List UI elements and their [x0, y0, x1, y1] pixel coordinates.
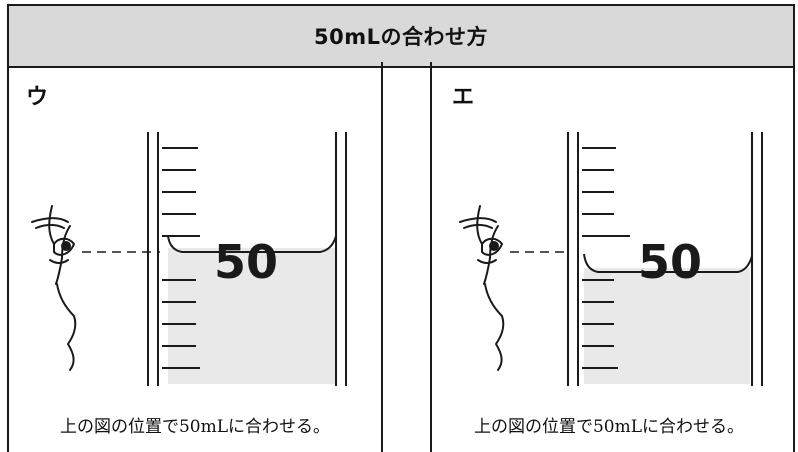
scale-value-label: 50: [214, 235, 278, 289]
graduated-cylinder-icon: [567, 132, 763, 386]
panel-divider-right: [430, 62, 432, 452]
header-bar: 50mLの合わせ方: [9, 6, 793, 68]
panel-u-figure: 50: [31, 132, 347, 386]
scale-value-label: 50: [638, 235, 702, 289]
panel-e-figure: 50: [459, 132, 763, 386]
panel-u-caption: 上の図の位置で50mLに合わせる。: [59, 417, 331, 437]
panel-label-u: ウ: [26, 85, 49, 110]
graduated-cylinder-icon: [147, 132, 347, 386]
diagram-frame: 50mLの合わせ方: [7, 4, 795, 452]
panel-divider-left: [381, 62, 383, 452]
panel-e-caption: 上の図の位置で50mLに合わせる。: [473, 417, 745, 437]
eye-profile-icon: [31, 205, 77, 371]
header-title: 50mLの合わせ方: [314, 25, 488, 49]
eye-profile-icon: [459, 205, 505, 371]
panel-label-e: エ: [452, 85, 475, 110]
